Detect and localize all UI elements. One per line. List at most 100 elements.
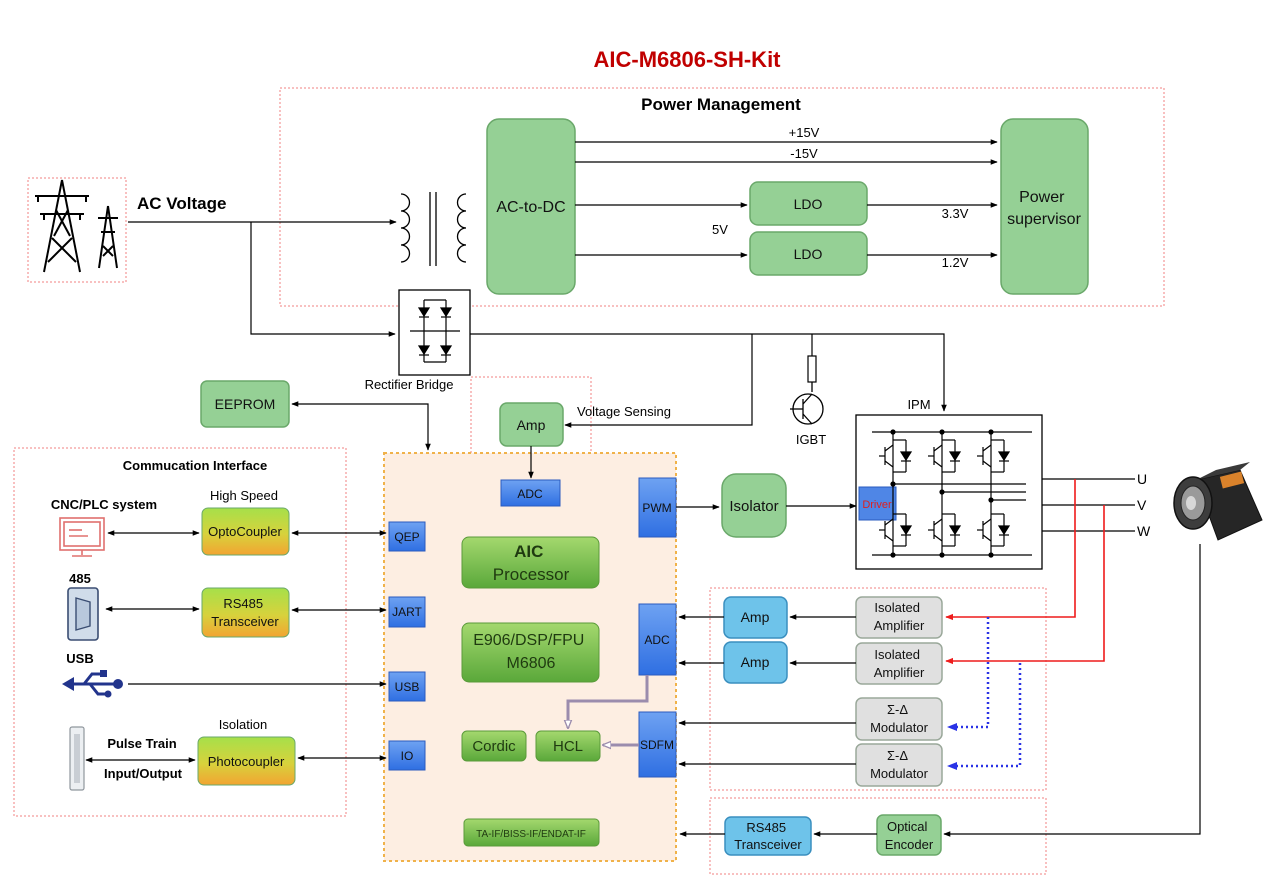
rail-5v-label: 5V: [712, 222, 728, 237]
port-sdfm: [638, 711, 677, 778]
driver-label: Driver: [862, 499, 892, 511]
ldo-block-1: [749, 181, 868, 226]
encoder-rs485-label: RS485 Transceiver: [734, 820, 802, 852]
out-3v3-label: 3.3V: [942, 206, 969, 221]
port-uart-label: JART: [392, 605, 422, 619]
ldo-block-2: [749, 231, 868, 276]
isolator-label: Isolator: [729, 498, 778, 515]
communication-title: Commucation Interface: [123, 458, 267, 473]
encoder-rs485-block: [724, 816, 812, 856]
input-output-label: Input/Output: [104, 766, 183, 781]
optocoupler-label: OptoCoupler: [208, 524, 282, 539]
usb-label: USB: [66, 651, 93, 666]
power-tower-icon: [35, 179, 118, 273]
ldo-label-2: LDO: [794, 246, 823, 262]
adc-to-hcl-link: [568, 675, 649, 728]
cordic-label: Cordic: [472, 738, 516, 755]
amp-label-2: Amp: [741, 654, 770, 670]
photocoupler-label: Photocoupler: [208, 754, 285, 769]
port-sdfm-label: SDFM: [640, 738, 674, 752]
pulse-connector-icon: [69, 726, 85, 791]
phase-u-label: U: [1137, 471, 1147, 487]
label-485: 485: [69, 571, 91, 586]
port-uart: [388, 596, 426, 628]
hcl-label: HCL: [553, 738, 583, 755]
port-qep: [388, 521, 426, 552]
ac-voltage-label: AC Voltage: [137, 194, 226, 213]
voltage-amp-label: Amp: [517, 417, 546, 433]
modulator-block-1: [855, 697, 943, 741]
port-io-label: IO: [401, 749, 414, 763]
port-adc: [638, 603, 677, 676]
igbt-transistor-icon: [790, 382, 824, 425]
modulator-label-2: Σ-Δ Modulator: [870, 748, 928, 781]
driver-block: [858, 486, 897, 521]
voltage-adc-port: [500, 479, 561, 507]
tower-frame: [27, 177, 127, 283]
isolation-label: Isolation: [219, 717, 267, 732]
communication-frame: [13, 447, 347, 817]
voltage-adc-label: ADC: [517, 487, 543, 501]
ac-to-rectifier-wire: [250, 222, 396, 337]
encoder-if-label: TA-IF/BISS-IF/ENDAT-IF: [476, 829, 586, 840]
ipm-label: IPM: [907, 397, 930, 412]
phase-v-label: V: [1137, 497, 1147, 513]
diagram-title: AIC-M6806-SH-Kit: [593, 47, 781, 72]
rail-m15-label: -15V: [790, 146, 818, 161]
motor-encoder-wire: [943, 544, 1201, 837]
computer-icon: [59, 517, 105, 557]
high-speed-label: High Speed: [210, 488, 278, 503]
aic-processor-block: [461, 536, 600, 589]
phase-w-label: W: [1137, 523, 1151, 539]
power-management-title: Power Management: [641, 95, 801, 114]
eeprom-block: [200, 380, 290, 428]
hcl-block: [535, 730, 601, 762]
servo-motor-icon: [1173, 462, 1263, 541]
isolated-amp-label-1: Isolated Amplifier: [874, 600, 925, 633]
port-usb-label: USB: [395, 680, 420, 694]
eeprom-label: EEPROM: [215, 396, 276, 412]
power-supervisor-block: [1000, 118, 1089, 295]
inverter-bridge-icon: [872, 429, 1032, 558]
port-pwm-label: PWM: [642, 501, 671, 515]
rs485-transceiver-label: RS485 Transceiver: [211, 596, 279, 629]
usb-icon: [62, 670, 123, 698]
pulse-train-label: Pulse Train: [107, 736, 176, 751]
iso-amp1-to-modulator1-link: [947, 617, 990, 731]
port-io: [388, 740, 426, 771]
port-qep-label: QEP: [394, 530, 419, 544]
serial-port-icon: [67, 587, 99, 641]
rs485-transceiver-block: [201, 587, 290, 638]
modulator-label-1: Σ-Δ Modulator: [870, 702, 928, 735]
igbt-resistor-icon: [807, 355, 817, 383]
amp-label-1: Amp: [741, 609, 770, 625]
igbt-label: IGBT: [796, 432, 826, 447]
optical-encoder-label: Optical Encoder: [885, 819, 934, 852]
rectifier-bridge-label: Rectifier Bridge: [365, 377, 454, 392]
isolated-amp-label-2: Isolated Amplifier: [874, 647, 925, 680]
core-label: E906/DSP/FPU M6806: [473, 632, 589, 672]
encoder-if-block: [463, 818, 600, 847]
encoder-frame: [709, 797, 1047, 875]
optical-encoder-block: [876, 814, 942, 856]
rectifier-bridge-block: [398, 289, 471, 376]
photocoupler-block: [197, 736, 296, 786]
rectifier-diodes-icon: [410, 299, 460, 363]
out-1v2-label: 1.2V: [942, 255, 969, 270]
core-block: [461, 622, 600, 683]
current-sensing-frame: [709, 587, 1047, 791]
port-adc-label: ADC: [644, 633, 670, 647]
ac-to-dc-block: [486, 118, 576, 295]
iso-amp2-to-modulator2-link: [947, 663, 1022, 770]
cordic-block: [461, 730, 527, 762]
optocoupler-block: [201, 507, 290, 556]
phase-v-sense-wire: [945, 505, 1105, 665]
power-management-frame: [279, 87, 1165, 307]
modulator-block-2: [855, 743, 943, 787]
eeprom-bus-wire: [291, 401, 431, 451]
ac-to-dc-label: AC-to-DC: [496, 199, 565, 216]
ldo-label-1: LDO: [794, 196, 823, 212]
dc-bus-to-ipm-wire: [470, 333, 947, 412]
voltage-sensing-label: Voltage Sensing: [577, 404, 671, 419]
